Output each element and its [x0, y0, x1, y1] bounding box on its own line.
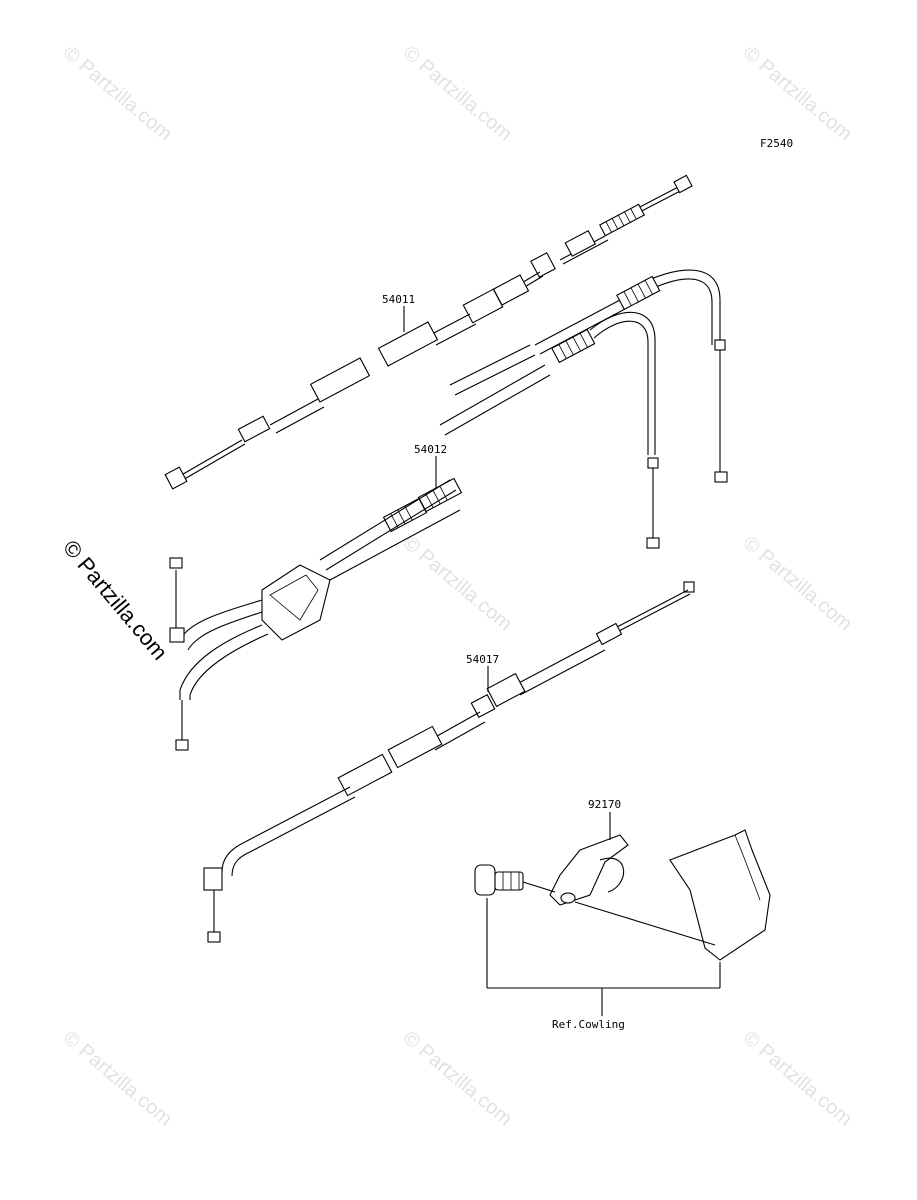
part-label-92170: 92170	[588, 798, 621, 811]
diagram-code: F2540	[760, 137, 793, 150]
watermark-dark: © Partzilla.com	[58, 535, 172, 665]
part-label-54011: 54011	[382, 293, 415, 306]
watermark: © Partzilla.com	[739, 532, 856, 635]
watermark: © Partzilla.com	[399, 42, 516, 145]
reference-label: Ref.Cowling	[552, 1018, 625, 1031]
watermark: © Partzilla.com	[739, 42, 856, 145]
bracket-92170[interactable]: 92170 Ref.Cowling	[474, 798, 771, 1031]
watermark: © Partzilla.com	[59, 1027, 176, 1130]
cable-54017[interactable]: 54017	[203, 581, 695, 943]
part-label-54012: 54012	[414, 443, 447, 456]
cable-54011[interactable]: 54011	[164, 174, 693, 490]
watermark: © Partzilla.com	[739, 1027, 856, 1130]
part-label-54017: 54017	[466, 653, 499, 666]
watermarks: © Partzilla.com © Partzilla.com © Partzi…	[58, 42, 856, 1130]
watermark: © Partzilla.com	[59, 42, 176, 145]
watermark: © Partzilla.com	[399, 1027, 516, 1130]
cable-54012[interactable]: 54012	[169, 269, 728, 751]
watermark: © Partzilla.com	[399, 532, 516, 635]
